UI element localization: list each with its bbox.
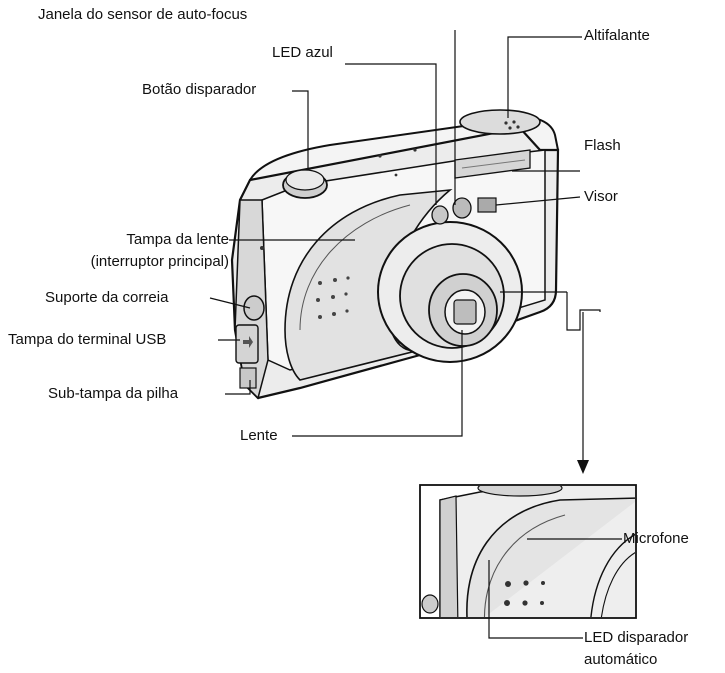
leader-lines xyxy=(209,30,601,474)
label-viewfinder: Visor xyxy=(584,188,618,205)
label-self-timer-led-subtitle: automático xyxy=(584,651,658,668)
label-shutter-button: Botão disparador xyxy=(142,81,257,98)
label-strap-holder: Suporte da correia xyxy=(45,289,169,306)
label-autofocus-sensor-window: Janela do sensor de auto-focus xyxy=(38,6,248,23)
label-blue-led: LED azul xyxy=(272,44,333,61)
label-flash: Flash xyxy=(584,137,621,154)
label-lens-cover-subtitle: (interruptor principal) xyxy=(90,253,229,270)
label-microphone: Microfone xyxy=(623,530,689,547)
label-lens: Lente xyxy=(240,427,278,444)
label-self-timer-led: LED disparador xyxy=(584,629,689,646)
label-speaker: Altifalante xyxy=(584,27,650,44)
label-battery-subcover: Sub-tampa da pilha xyxy=(48,385,179,402)
label-usb-terminal-cover: Tampa do terminal USB xyxy=(8,331,167,348)
inset-closeup xyxy=(419,484,637,639)
camera-illustration xyxy=(230,109,560,400)
label-lens-cover: Tampa da lente xyxy=(126,231,229,248)
